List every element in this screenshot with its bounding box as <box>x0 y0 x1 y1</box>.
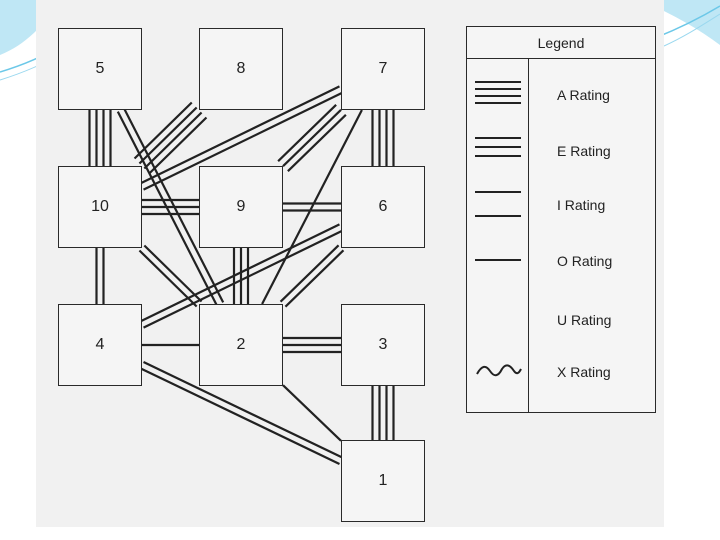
department-box-10: 10 <box>58 166 142 248</box>
relationship-4-1 <box>140 361 343 465</box>
relationship-line <box>143 361 343 459</box>
relationship-9-2 <box>232 248 250 304</box>
department-box-5: 5 <box>58 28 142 110</box>
legend-label-a-rating: A Rating <box>557 87 610 103</box>
department-box-9: 9 <box>199 166 283 248</box>
legend-panel: Legend A Rating E Rating I Rating O Rati… <box>466 26 656 413</box>
relationship-7-6 <box>371 110 395 166</box>
legend-symbol-o-rating <box>475 259 521 261</box>
department-label: 6 <box>378 198 388 215</box>
department-label: 2 <box>236 336 246 353</box>
department-box-2: 2 <box>199 304 283 386</box>
relationship-10-9 <box>142 198 199 216</box>
relationship-2-1 <box>282 384 342 442</box>
relationship-9-6 <box>283 202 341 212</box>
relationship-10-4 <box>95 248 105 304</box>
relationship-4-6 <box>139 223 344 329</box>
relationship-line <box>277 104 337 162</box>
department-label: 3 <box>378 336 388 353</box>
department-box-1: 1 <box>341 440 425 522</box>
relationship-line <box>140 367 340 465</box>
legend-label-e-rating: E Rating <box>557 143 611 159</box>
legend-symbol-a-rating <box>475 81 521 104</box>
relationship-7-2 <box>261 109 363 305</box>
relationship-line <box>261 109 363 305</box>
department-label: 1 <box>378 472 388 489</box>
department-label: 7 <box>378 60 388 77</box>
relationship-line <box>287 114 347 172</box>
legend-label-i-rating: I Rating <box>557 197 606 213</box>
legend-symbol-x-rating <box>476 364 522 377</box>
department-box-8: 8 <box>199 28 283 110</box>
relationship-line <box>143 111 203 170</box>
relationship-line <box>123 107 225 303</box>
relationship-2-3 <box>283 336 341 354</box>
relationship-line <box>139 85 340 185</box>
relationship-line <box>279 244 340 303</box>
relationship-5-10 <box>88 110 112 166</box>
legend-divider <box>528 59 529 412</box>
department-label: 4 <box>95 336 105 353</box>
department-label: 5 <box>95 60 105 77</box>
department-box-3: 3 <box>341 304 425 386</box>
relationship-line <box>143 244 203 303</box>
relationship-line <box>143 91 344 191</box>
department-box-4: 4 <box>58 304 142 386</box>
relationship-line <box>143 229 344 329</box>
department-label: 8 <box>236 60 246 77</box>
legend-title: Legend <box>467 27 655 59</box>
relationship-10-2 <box>138 244 203 308</box>
legend-symbol-i-rating <box>475 191 521 217</box>
legend-label-x-rating: X Rating <box>557 364 611 380</box>
relationship-7-10 <box>139 85 344 191</box>
department-box-7: 7 <box>341 28 425 110</box>
relationship-line <box>138 249 198 308</box>
legend-label-u-rating: U Rating <box>557 312 612 328</box>
relationship-line <box>148 116 208 175</box>
department-box-6: 6 <box>341 166 425 248</box>
department-label: 9 <box>236 198 246 215</box>
relationship-line <box>282 384 342 442</box>
legend-label-o-rating: O Rating <box>557 253 613 269</box>
relationship-line <box>282 109 342 167</box>
legend-symbol-e-rating <box>475 137 521 157</box>
relationship-8-10 <box>133 101 208 175</box>
relationship-5-2 <box>116 107 225 307</box>
relationship-6-2 <box>279 244 345 308</box>
relationship-line <box>116 111 218 307</box>
relationship-line <box>284 249 345 308</box>
relationship-line <box>133 101 193 160</box>
relationship-7-9 <box>277 104 347 172</box>
department-label: 10 <box>91 198 109 215</box>
relationship-3-1 <box>371 386 395 440</box>
relationship-line <box>139 223 340 323</box>
relationship-line <box>138 106 198 165</box>
